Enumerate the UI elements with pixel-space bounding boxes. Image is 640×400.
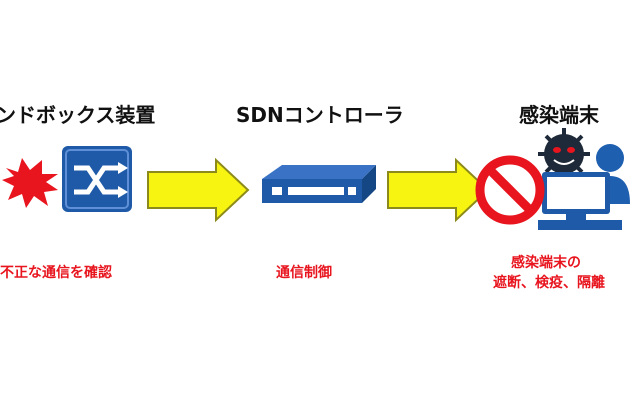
caption-sdn-controller: 通信制御 xyxy=(276,265,332,281)
flow-arrow-2 xyxy=(387,157,490,223)
prohibited-icon xyxy=(475,155,545,225)
infected-terminal-icon xyxy=(475,128,630,230)
sandbox-switch-icon xyxy=(2,146,132,212)
flow-arrow-1 xyxy=(147,157,250,223)
caption-infected-terminal-line-2: 遮断、検疫、隔離 xyxy=(493,275,605,291)
caption-sandbox: 不正な通信を確認 xyxy=(0,265,112,281)
alert-burst-icon xyxy=(2,158,58,208)
virus-icon xyxy=(538,128,590,180)
computer-monitor-icon xyxy=(538,172,622,230)
stage-title-infected-terminal: 感染端末 xyxy=(519,103,599,127)
caption-infected-terminal-line-1: 感染端末の xyxy=(511,255,581,271)
stage-title-sdn-controller: SDNコントローラ xyxy=(236,103,404,127)
stage-title-sandbox: ンドボックス装置 xyxy=(0,103,156,127)
server-appliance-icon xyxy=(262,165,376,203)
